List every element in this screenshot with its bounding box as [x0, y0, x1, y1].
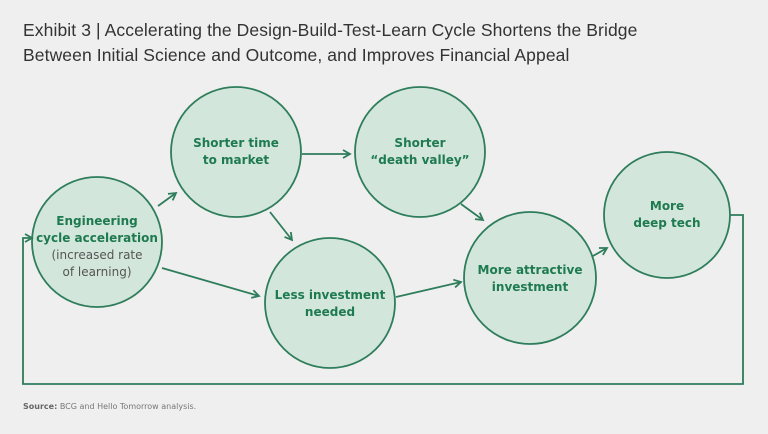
node-sublabel: (increased rate — [51, 248, 143, 262]
source-label: Source: — [23, 402, 58, 411]
node-sublabel: of learning) — [62, 265, 132, 279]
arrow-valley-to-attractive — [460, 203, 485, 222]
arrow-attractive-to-deeptech — [592, 247, 609, 257]
title-line-1: Exhibit 3 | Accelerating the Design-Buil… — [23, 20, 638, 40]
source-text: BCG and Hello Tomorrow analysis. — [59, 402, 197, 411]
node-death-valley: Shorter “death valley” — [355, 135, 485, 169]
node-label: More — [649, 199, 685, 213]
node-label: “death valley” — [370, 153, 470, 167]
node-death-valley-circle — [354, 86, 486, 218]
node-label: deep tech — [633, 216, 701, 230]
arrow-eng-to-less — [161, 267, 261, 299]
arrow-less-to-attractive — [395, 278, 463, 298]
arrow-eng-to-time — [157, 191, 178, 207]
node-attractive-circle — [463, 211, 597, 345]
node-label: to market — [202, 153, 270, 167]
node-less-investment-circle — [264, 237, 396, 369]
node-label: Shorter time — [193, 136, 279, 150]
source-note: Source: BCG and Hello Tomorrow analysis. — [23, 402, 196, 411]
node-label: More attractive — [477, 263, 583, 277]
node-engineering: Engineering cycle acceleration (increase… — [32, 213, 162, 281]
node-less-investment: Less investment needed — [265, 287, 395, 321]
title-line-2: Between Initial Science and Outcome, and… — [23, 45, 570, 65]
node-deep-tech: More deep tech — [602, 198, 732, 232]
node-label: cycle acceleration — [36, 231, 158, 245]
node-time-to-market-circle — [170, 86, 302, 218]
node-label: Shorter — [394, 136, 446, 150]
node-label: Less investment — [274, 288, 386, 302]
node-label: Engineering — [56, 214, 138, 228]
node-attractive-investment: More attractive investment — [465, 262, 595, 296]
exhibit-title: Exhibit 3 | Accelerating the Design-Buil… — [23, 18, 637, 68]
feedback-loop-arrow — [22, 214, 744, 385]
node-label: needed — [304, 305, 356, 319]
arrow-time-to-less — [269, 211, 294, 242]
node-time-to-market: Shorter time to market — [171, 135, 301, 169]
node-label: investment — [491, 280, 569, 294]
